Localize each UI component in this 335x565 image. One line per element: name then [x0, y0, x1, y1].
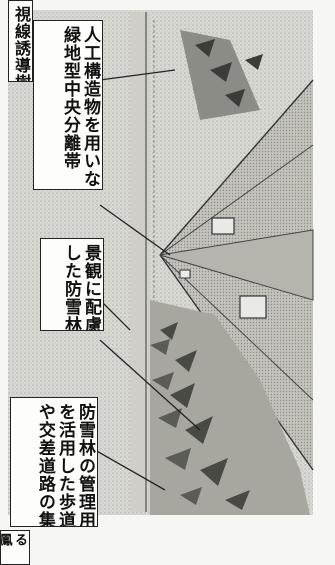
- callout-line: 景観に配慮: [81, 244, 101, 331]
- leader-guidance: [99, 69, 176, 81]
- leader-scenery-2: [99, 339, 201, 431]
- horizon-band: [130, 12, 150, 512]
- vehicle-1: [211, 217, 235, 235]
- lane-line-2: [159, 254, 314, 401]
- callout-line: る: [12, 533, 27, 547]
- callout-line: 視線誘導樹: [12, 6, 31, 82]
- leader-scenery: [99, 299, 131, 331]
- callout-scenery-forest: 景観に配慮 した防雪林: [40, 238, 104, 331]
- snow-forest-lower: [150, 300, 310, 515]
- road-edge-top: [159, 79, 314, 256]
- median-strip: [159, 229, 314, 301]
- vehicle-2: [239, 295, 267, 319]
- callout-line: 防雪林の管理用道路: [75, 403, 95, 527]
- callout-line: 人工構造物を用いない: [80, 26, 100, 190]
- callout-median-strip: 人工構造物を用いない 緑地型中央分離帯: [33, 20, 103, 190]
- callout-line: 緑地型中央分離帯: [59, 26, 80, 170]
- lane-line-1: [159, 144, 314, 256]
- leader-median: [99, 204, 171, 256]
- callout-line: 鳳: [0, 533, 12, 547]
- callout-line: を活用した歩道整備: [54, 403, 75, 527]
- callout-guidance-trees: 視線誘導樹: [8, 0, 33, 82]
- vehicle-3: [179, 269, 191, 279]
- guidance-trees: [180, 30, 263, 120]
- callout-line: や交差道路の集約: [34, 403, 55, 527]
- callout-maintenance-road: 防雪林の管理用道路 を活用した歩道整備 や交差道路の集約: [10, 397, 98, 527]
- callout-bottom-fragment: る 鳳: [0, 530, 30, 565]
- callout-line: した防雪林: [60, 244, 81, 331]
